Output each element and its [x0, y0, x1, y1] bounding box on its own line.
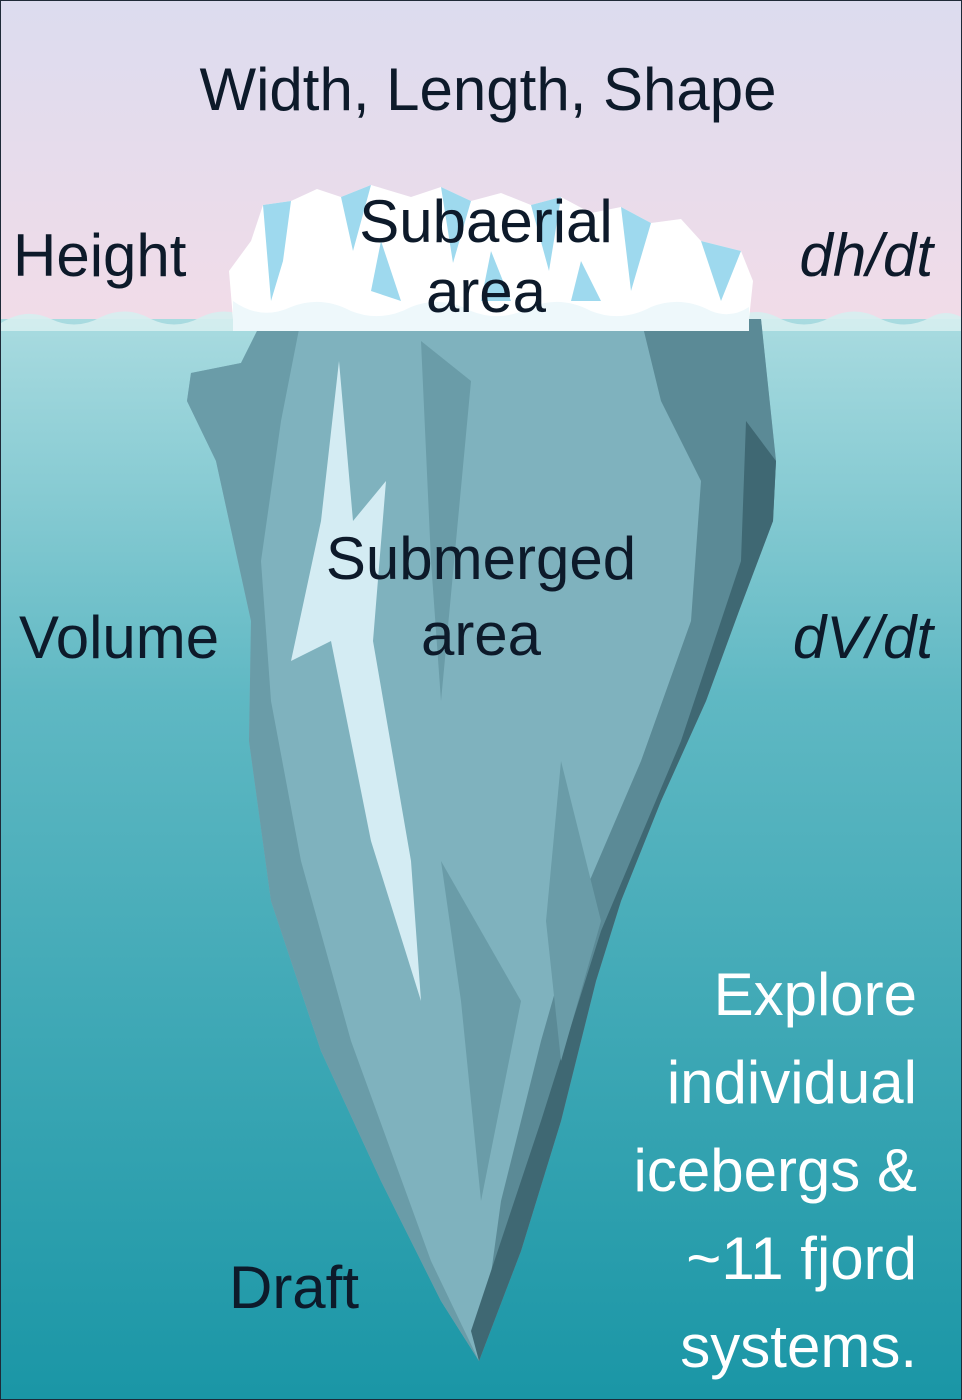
subaerial-area-line-1: Subaerial [359, 188, 613, 255]
explore-line-2: individual [666, 1049, 917, 1116]
submerged-area-label: Submerged area [326, 521, 636, 673]
ice-streak-dark-1 [421, 341, 471, 701]
explore-line-4: ~11 fjord [686, 1225, 917, 1292]
draft-label: Draft [229, 1254, 360, 1321]
explore-line-5: systems. [680, 1313, 917, 1380]
ice-streak-dark-2 [546, 761, 601, 1061]
explore-callout: Explore individual icebergs & ~11 fjord … [557, 951, 917, 1391]
iceberg-submerged [187, 319, 776, 1361]
submerged-dark-edge [471, 421, 776, 1361]
subaerial-area-line-2: area [425, 258, 547, 325]
subaerial-highlight [263, 185, 741, 301]
height-rate-label: dh/dt [799, 222, 933, 289]
submerged-area-line-1: Submerged [325, 525, 637, 592]
submerged-shadow-left [187, 319, 479, 1361]
subaerial-base [233, 301, 749, 331]
iceberg-subaerial [229, 185, 753, 331]
ice-streak-light [291, 361, 421, 1001]
subaerial-area-label: Subaerial area [359, 187, 613, 327]
submerged-area-line-2: area [420, 601, 542, 668]
volume-rate-label: dV/dt [792, 604, 933, 671]
volume-label: Volume [19, 604, 220, 671]
top-label: Width, Length, Shape [199, 56, 777, 123]
explore-line-1: Explore [713, 961, 917, 1028]
ice-streak-dark-3 [441, 861, 521, 1201]
height-label: Height [13, 222, 187, 289]
explore-line-3: icebergs & [633, 1137, 917, 1204]
